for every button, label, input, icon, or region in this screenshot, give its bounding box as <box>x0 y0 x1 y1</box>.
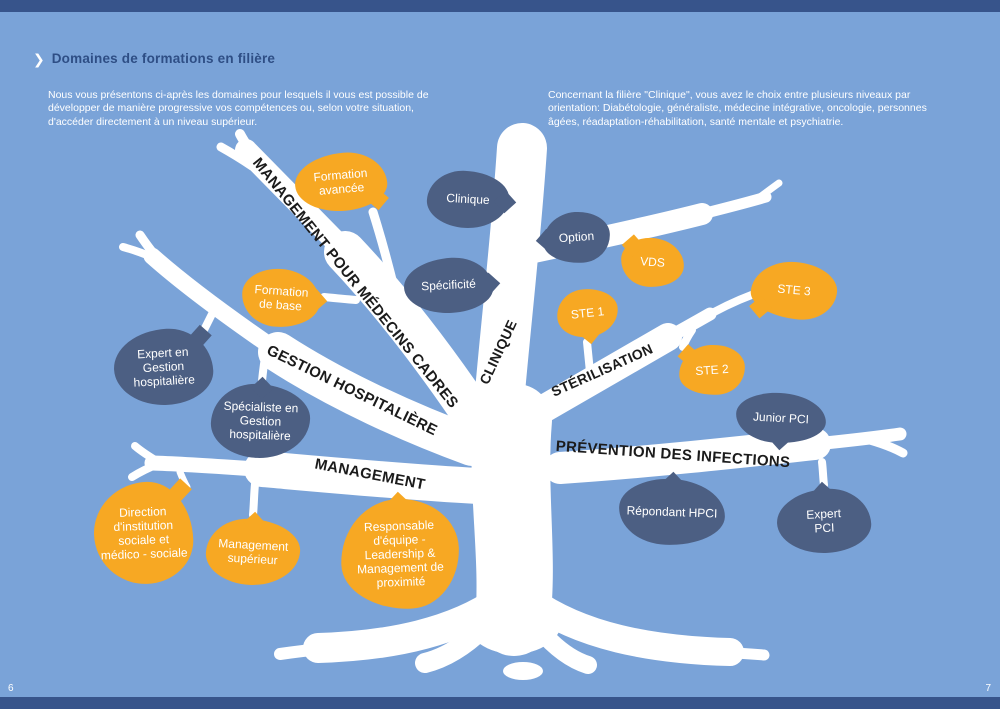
node-label: STE 2 <box>694 361 730 379</box>
node-label: Expert en Gestion hospitalière <box>133 344 196 390</box>
node-label: Clinique <box>445 191 491 208</box>
node-label: STE 3 <box>776 281 812 299</box>
node-label: Répondant HPCI <box>626 503 718 521</box>
tree-trunk-base <box>466 586 562 680</box>
node-label: Direction d'institution sociale et médic… <box>100 503 188 563</box>
node-label: Junior PCI <box>752 409 810 427</box>
node-label: Spécificité <box>420 277 477 294</box>
intro-paragraph-left: Nous vous présentons ci-après les domain… <box>48 89 429 128</box>
page-number-left: 6 <box>8 683 14 694</box>
node-label: Responsable d'équipe - Leadership & Mana… <box>356 517 445 591</box>
page-number-right: 7 <box>985 683 991 694</box>
node-label: Formation de base <box>254 281 309 314</box>
chevron-right-icon: ❯ <box>33 50 45 67</box>
tree-branches <box>119 123 908 656</box>
node-label: Expert PCI <box>805 505 842 536</box>
node-label: STE 1 <box>570 304 605 322</box>
page-title: Domaines de formations en filière <box>51 51 276 66</box>
bottom-border <box>0 697 1000 709</box>
node-label: Formation avancée <box>312 165 368 198</box>
node-label: Spécialiste en Gestion hospitalière <box>223 398 299 444</box>
top-border <box>0 0 1000 12</box>
node-label: Management supérieur <box>218 536 289 568</box>
node-label: Option <box>558 229 595 246</box>
page-header: ❯ Domaines de formations en filière <box>33 51 275 66</box>
node-label: VDS <box>639 254 666 271</box>
intro-paragraph-right: Concernant la filière "Clinique", vous a… <box>548 89 927 128</box>
